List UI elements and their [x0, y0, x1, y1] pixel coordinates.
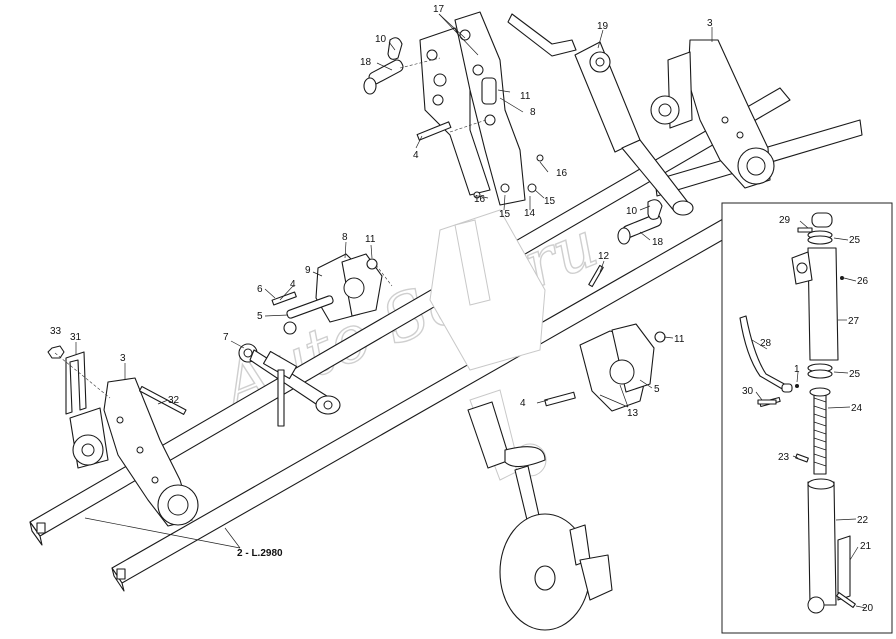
inset-callout-30: 30	[742, 386, 754, 397]
pin-18-top	[363, 37, 404, 95]
callout-labels: 17 10 18 11 8 4 16 15 14 15 16 19 3 10 1…	[50, 4, 713, 559]
callout-7: 7	[223, 332, 229, 343]
callout-17: 17	[433, 4, 445, 15]
callout-10b: 10	[626, 206, 638, 217]
pin-18-right	[617, 199, 663, 245]
clamp-13-right	[544, 323, 666, 412]
callout-16: 16	[556, 168, 568, 179]
seeder-disc-assembly	[467, 401, 613, 631]
inset-callout-27: 27	[848, 316, 860, 327]
bracket-3-upper	[650, 39, 775, 189]
inset-callout-24: 24	[851, 403, 863, 414]
u-bolt-31	[65, 351, 87, 415]
hydraulic-cylinder-19	[507, 13, 694, 216]
callout-3b: 3	[120, 353, 126, 364]
callout-5: 5	[257, 311, 263, 322]
inset-callout-28: 28	[760, 338, 772, 349]
inset-callout-20: 20	[862, 603, 874, 614]
bracket-3-left	[69, 377, 199, 527]
callout-15b: 15	[544, 196, 556, 207]
inset-callout-1: 1	[794, 364, 800, 375]
inset-callout-23: 23	[778, 452, 790, 463]
assembly-dashes	[54, 57, 487, 399]
callout-8b: 8	[342, 232, 348, 243]
callout-11b: 11	[365, 234, 376, 245]
clamp-8-9-left	[271, 253, 383, 335]
nut-33	[47, 345, 65, 359]
callout-33: 33	[50, 326, 62, 337]
callout-2-l2980: 2 - L.2980	[237, 548, 283, 559]
callout-4b: 4	[290, 279, 296, 290]
callout-31: 31	[70, 332, 82, 343]
callout-6: 6	[257, 284, 263, 295]
inset-callout-25b: 25	[849, 369, 861, 380]
callout-19: 19	[597, 21, 609, 32]
callout-11: 11	[520, 91, 531, 102]
inset-callout-29: 29	[779, 215, 791, 226]
callout-14: 14	[524, 208, 536, 219]
callout-32: 32	[168, 395, 180, 406]
inset-callout-22: 22	[857, 515, 869, 526]
callout-18: 18	[360, 57, 372, 68]
callout-3: 3	[707, 18, 713, 29]
inset-callout-21: 21	[860, 541, 872, 552]
leader-lines	[75, 13, 713, 549]
callout-8: 8	[530, 107, 536, 118]
inset-callout-25: 25	[849, 235, 861, 246]
callout-13: 13	[627, 408, 639, 419]
pin-12	[588, 264, 604, 288]
inset-callout-26: 26	[857, 276, 869, 287]
callout-9: 9	[305, 265, 311, 276]
top-bracket-17	[416, 11, 544, 206]
callout-10: 10	[375, 34, 387, 45]
callout-16b: 16	[474, 194, 486, 205]
callout-12: 12	[598, 251, 610, 262]
callout-4: 4	[413, 150, 419, 161]
top-link-7	[238, 343, 341, 427]
callout-4c: 4	[520, 398, 526, 409]
callout-5b: 5	[654, 384, 660, 395]
callout-15: 15	[499, 209, 511, 220]
callout-11c: 11	[674, 334, 685, 345]
callout-18b: 18	[652, 237, 664, 248]
detail-inset: 29 25 26 27 28 1 25 30 24 23 22 21 20	[721, 202, 893, 634]
